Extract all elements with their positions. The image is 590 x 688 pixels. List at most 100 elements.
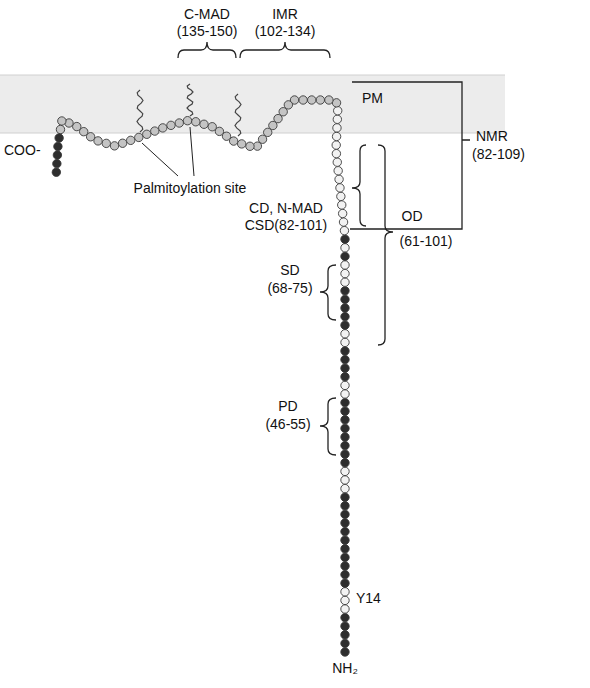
residue-bead — [55, 134, 63, 142]
residue-bead — [102, 139, 110, 147]
residue-bead — [341, 639, 349, 647]
residue-bead — [54, 142, 62, 150]
region-label: Palmitoylation site — [134, 180, 247, 196]
residue-bead — [208, 123, 216, 131]
residue-bead — [340, 226, 348, 234]
residue-bead — [341, 527, 349, 535]
residue-bead — [341, 545, 349, 553]
region-bracket — [240, 42, 330, 58]
residue-bead — [341, 476, 349, 484]
residue-bead — [341, 355, 349, 363]
residue-bead — [341, 450, 349, 458]
residue-bead — [332, 99, 340, 107]
region-label: (68-75) — [267, 280, 312, 296]
residue-bead — [73, 122, 81, 130]
residue-bead — [341, 467, 349, 475]
region-bracket — [350, 82, 470, 229]
residue-bead — [118, 139, 126, 147]
residue-bead — [151, 127, 159, 135]
residue-bead — [135, 133, 143, 141]
residue-bead — [341, 631, 349, 639]
residue-bead — [341, 330, 349, 338]
residue-bead — [341, 596, 349, 604]
residue-bead — [52, 168, 60, 176]
residue-bead — [341, 648, 349, 656]
residue-bead — [341, 416, 349, 424]
residue-bead — [341, 278, 349, 286]
region-label: NMR — [476, 128, 508, 144]
palmitoyl-chains — [137, 84, 241, 176]
residue-bead — [337, 192, 345, 200]
residue-bead — [341, 338, 349, 346]
residue-bead — [299, 96, 307, 104]
residue-bead — [56, 125, 64, 133]
residue-bead — [53, 159, 61, 167]
residue-bead — [341, 622, 349, 630]
residue-bead — [53, 151, 61, 159]
residue-bead — [341, 312, 349, 320]
residue-bead — [341, 588, 349, 596]
residue-bead — [58, 117, 66, 125]
region-label: PM — [362, 90, 383, 106]
residue-bead — [167, 121, 175, 129]
residue-bead — [341, 424, 349, 432]
residue-bead — [159, 124, 167, 132]
residue-bead — [341, 373, 349, 381]
membrane-band — [0, 75, 505, 133]
region-label: (102-134) — [255, 23, 316, 39]
residue-bead — [126, 136, 134, 144]
residue-bead — [332, 132, 340, 140]
region-label: CSD(82-101) — [245, 217, 327, 233]
residue-bead — [200, 120, 208, 128]
residue-bead — [341, 304, 349, 312]
residue-bead — [341, 398, 349, 406]
residue-bead — [341, 261, 349, 269]
region-label: (46-55) — [265, 416, 310, 432]
leader-line — [190, 127, 194, 176]
region-label: NH₂ — [332, 660, 358, 676]
membrane-edge — [0, 75, 505, 76]
residue-bead — [334, 107, 342, 115]
residue-bead — [341, 536, 349, 544]
residue-bead — [338, 201, 346, 209]
membrane-edge — [0, 133, 505, 134]
residue-bead — [341, 433, 349, 441]
region-label: COO- — [4, 142, 41, 158]
region-bracket — [320, 398, 336, 455]
residue-bead — [332, 149, 340, 157]
residue-bead — [341, 269, 349, 277]
leader-line — [142, 143, 178, 176]
residue-bead — [183, 116, 191, 124]
palmitoyl-chain — [137, 90, 143, 132]
residue-bead — [333, 158, 341, 166]
residue-bead — [237, 140, 245, 148]
residue-bead — [175, 119, 183, 127]
residue-bead — [341, 502, 349, 510]
residue-bead — [341, 459, 349, 467]
region-bracket — [178, 42, 236, 58]
residue-bead — [341, 295, 349, 303]
residue-bead — [341, 235, 349, 243]
residue-bead — [336, 184, 344, 192]
residue-bead — [341, 553, 349, 561]
region-label: Y14 — [356, 590, 381, 606]
residue-bead — [333, 124, 341, 132]
residue-bead — [308, 96, 316, 104]
residue-bead — [341, 493, 349, 501]
residue-bead — [339, 218, 347, 226]
residue-bead — [192, 118, 200, 126]
residue-bead — [341, 613, 349, 621]
residue-bead — [338, 209, 346, 217]
residue-bead — [341, 364, 349, 372]
palmitoyl-chain — [187, 84, 193, 116]
residue-bead — [341, 381, 349, 389]
residue-bead — [143, 130, 151, 138]
residue-bead — [341, 562, 349, 570]
region-bracket — [320, 265, 336, 320]
region-label: OD — [402, 208, 423, 224]
residue-bead — [341, 484, 349, 492]
region-label: (61-101) — [400, 233, 453, 249]
residue-bead — [341, 244, 349, 252]
residue-bead — [332, 141, 340, 149]
region-label: SD — [280, 262, 299, 278]
